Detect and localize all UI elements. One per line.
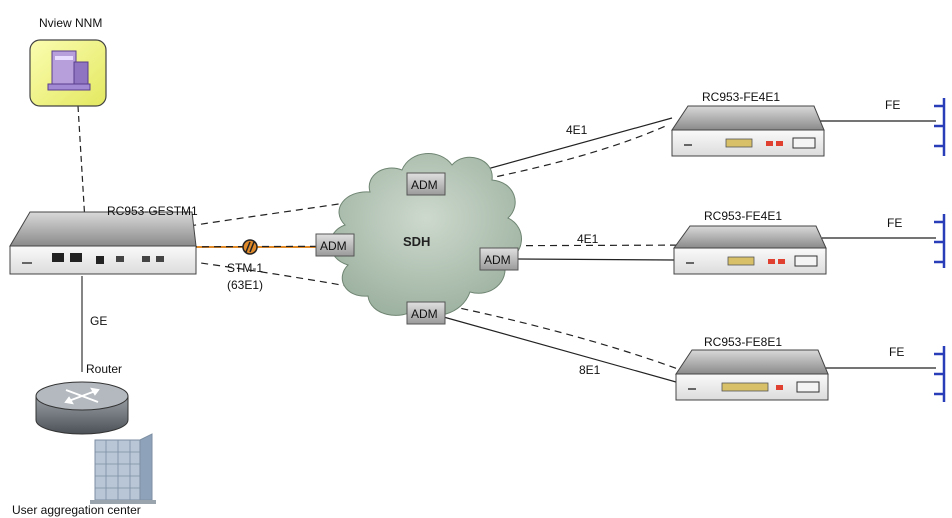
central-device-label: RC953-GESTM1 bbox=[107, 204, 198, 218]
central-device[interactable]: RC953-GESTM1 bbox=[9, 204, 198, 275]
building-icon bbox=[90, 433, 156, 504]
link-label-mid: 4E1 bbox=[577, 232, 599, 246]
adm-label: ADM bbox=[411, 307, 438, 321]
nms-workstation[interactable]: Nview NNM bbox=[29, 16, 107, 107]
router-label: Router bbox=[86, 362, 122, 376]
port-icons bbox=[686, 255, 818, 267]
fe-bus bbox=[934, 98, 946, 156]
fe-label: FE bbox=[885, 98, 900, 112]
adm-node[interactable]: ADM bbox=[315, 233, 355, 257]
remote-device[interactable]: RC953-FE4E1 bbox=[673, 209, 827, 275]
aggregation-label: User aggregation center bbox=[12, 503, 141, 517]
e1-link-bottom bbox=[439, 315, 677, 383]
service-path-mid bbox=[117, 244, 711, 248]
adm-node[interactable]: ADM bbox=[406, 172, 446, 196]
link-label-bottom: 8E1 bbox=[579, 363, 601, 377]
adm-label: ADM bbox=[320, 239, 347, 253]
adm-label: ADM bbox=[411, 178, 438, 192]
stm1-link-badge: STM-1 (63E1) bbox=[227, 239, 263, 292]
ge-label: GE bbox=[90, 314, 107, 328]
fe-label: FE bbox=[889, 345, 904, 359]
fe-bus bbox=[934, 214, 946, 268]
link-label-top: 4E1 bbox=[566, 123, 588, 137]
computer-icon bbox=[47, 50, 91, 91]
sdh-label: SDH bbox=[403, 234, 430, 249]
adm-node[interactable]: ADM bbox=[479, 247, 519, 271]
adm-node[interactable]: ADM bbox=[406, 301, 446, 325]
e1-link-mid bbox=[517, 258, 675, 261]
port-icons bbox=[684, 137, 816, 149]
stm1-label: STM-1 bbox=[227, 261, 263, 275]
cloud-shape bbox=[329, 153, 522, 316]
central-device-front bbox=[9, 245, 197, 275]
adm-label: ADM bbox=[484, 253, 511, 267]
port-icons bbox=[22, 253, 164, 264]
fe-label: FE bbox=[887, 216, 902, 230]
remote-device-label: RC953-FE4E1 bbox=[702, 90, 780, 104]
sdh-cloud[interactable]: SDH bbox=[329, 153, 522, 316]
remote-device-label: RC953-FE8E1 bbox=[704, 335, 782, 349]
remote-device[interactable]: RC953-FE4E1 bbox=[671, 90, 825, 157]
nms-label: Nview NNM bbox=[39, 16, 102, 30]
remote-device-label: RC953-FE4E1 bbox=[704, 209, 782, 223]
port-icons bbox=[688, 381, 820, 393]
remote-device[interactable]: RC953-FE8E1 bbox=[675, 335, 829, 401]
fe-bus bbox=[934, 346, 946, 402]
stm1-sublabel: (63E1) bbox=[227, 278, 263, 292]
router[interactable]: Router bbox=[35, 362, 129, 435]
router-arrows-icon bbox=[64, 387, 100, 405]
